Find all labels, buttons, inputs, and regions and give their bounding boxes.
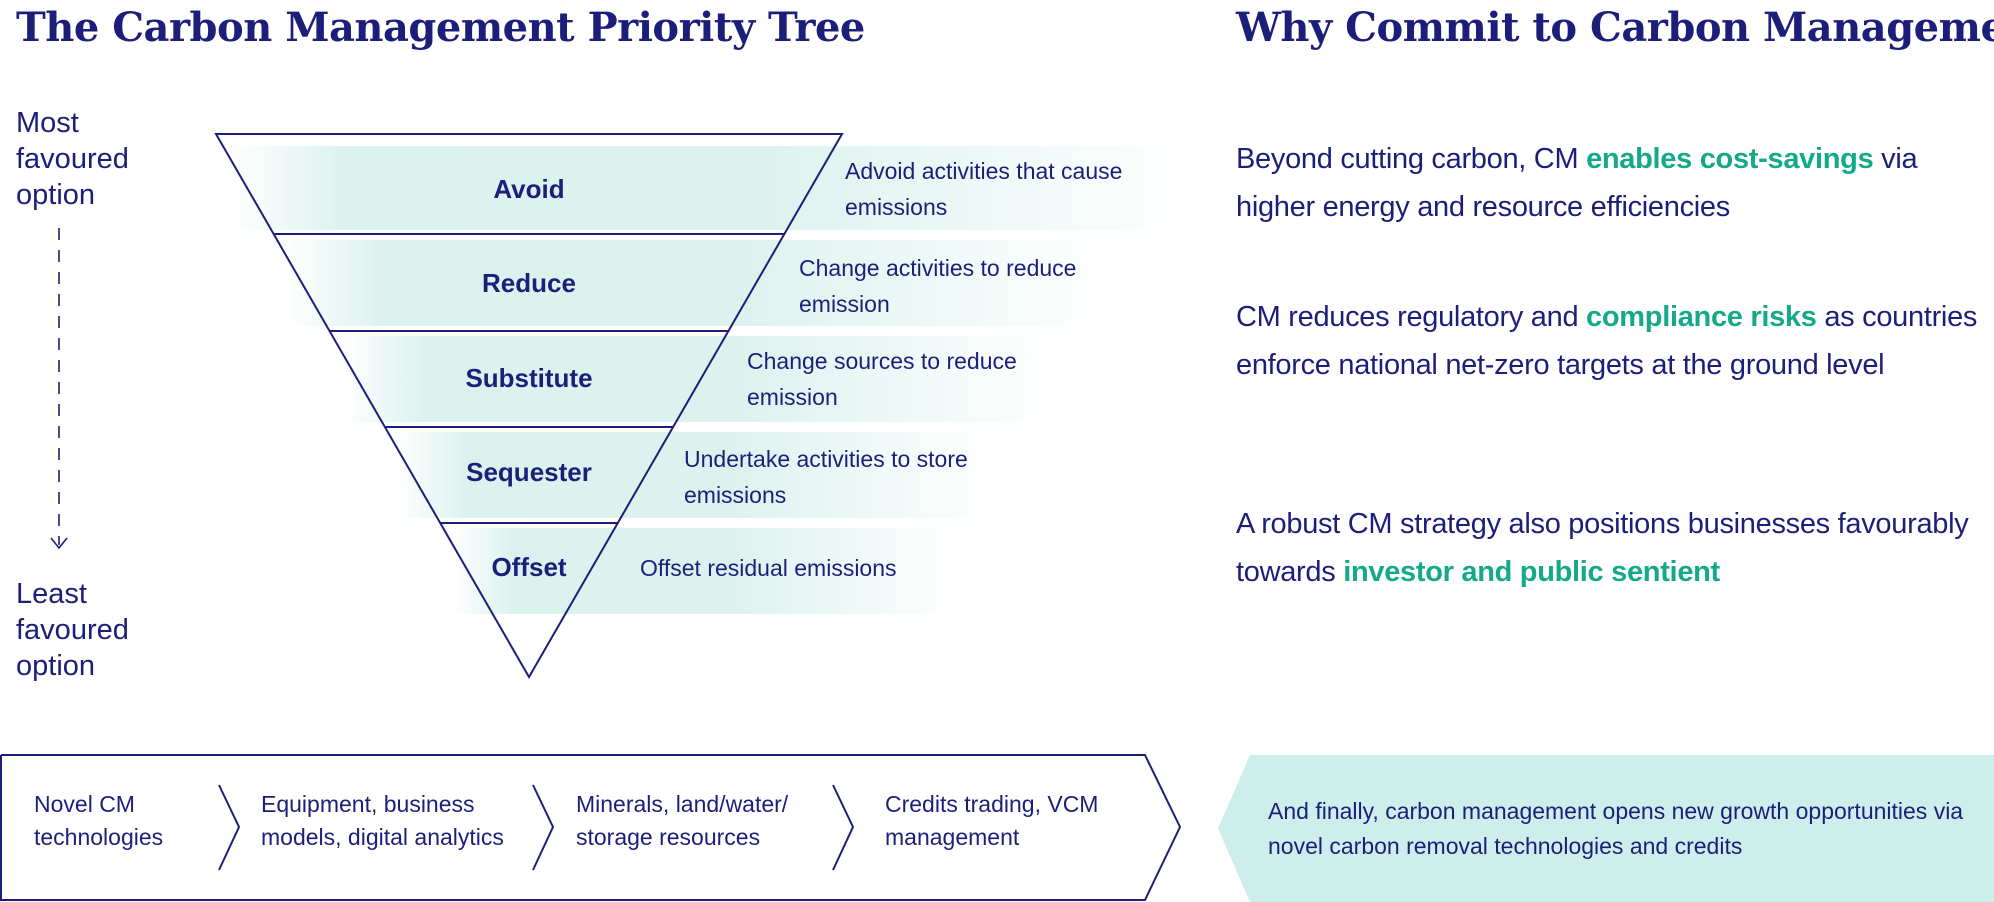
desc-avoid: Advoid activities that cause emissions: [845, 158, 1123, 220]
value-chain-step: Equipment, business models, digital anal…: [261, 791, 504, 850]
growth-opportunity-banner: [1218, 755, 1994, 902]
value-chain-arrow: [0, 754, 1182, 901]
level-avoid: Avoid: [493, 174, 564, 204]
value-chain-step: Minerals, land/water/ storage resources: [576, 791, 789, 850]
why-compliance-risks: CM reduces regulatory and compliance ris…: [1236, 293, 1986, 389]
level-reduce: Reduce: [482, 268, 576, 298]
desc-offset: Offset residual emissions: [640, 555, 897, 581]
least-label-line: Least: [16, 578, 87, 610]
desc-substitute: Change sources to reduce emission: [747, 348, 1017, 410]
most-label-line: Most: [16, 107, 79, 139]
why-highlight: enables cost-savings: [1586, 143, 1874, 175]
desc-reduce: Change activities to reduce emission: [799, 255, 1077, 317]
level-band: [287, 240, 1110, 326]
level-dividers: [273, 233, 785, 524]
least-favoured-label: Least favoured option: [16, 576, 176, 684]
chevron-right-icon: [218, 784, 241, 871]
why-investor-sentiment: A robust CM strategy also positions busi…: [1236, 500, 1986, 596]
priority-tree-diagram: Avoid Reduce Substitute Sequester Offset: [50, 133, 1196, 680]
least-label-line: option: [16, 650, 96, 682]
value-chain-outline: [0, 754, 1182, 901]
least-label-line: favoured: [16, 614, 129, 646]
value-chain-step: Credits trading, VCM management: [885, 791, 1099, 850]
why-highlight: compliance risks: [1586, 301, 1817, 333]
desc-sequester: Undertake activities to store emissions: [684, 446, 968, 508]
why-text: via higher energy and resource efficienc…: [1236, 143, 1918, 223]
priority-tree-title: The Carbon Management Priority Tree: [16, 4, 865, 51]
why-cost-savings: Beyond cutting carbon, CM enables cost-s…: [1236, 135, 1986, 231]
value-chain-step: Novel CM technologies: [34, 791, 164, 850]
why-commit-title: Why Commit to Carbon Management?: [1236, 4, 1994, 51]
level-band: [397, 432, 1000, 518]
why-text: CM reduces regulatory and: [1236, 301, 1587, 333]
level-band: [232, 146, 1196, 230]
why-text: A robust CM strategy also positions busi…: [1236, 508, 1969, 588]
level-offset: Offset: [491, 552, 566, 582]
arrow-down-icon: [50, 537, 68, 550]
why-highlight: investor and public sentient: [1343, 556, 1720, 588]
most-label-line: favoured: [16, 143, 129, 175]
chevron-right-icon: [532, 784, 555, 871]
most-label-line: option: [16, 179, 96, 211]
level-sequester: Sequester: [466, 457, 592, 487]
growth-opportunity-text: And finally, carbon management opens new…: [1268, 798, 1964, 859]
level-bands: [232, 146, 1196, 614]
why-text: as countries enforce national net-zero t…: [1236, 301, 1978, 381]
chevron-right-icon: [832, 784, 855, 871]
most-favoured-label: Most favoured option: [16, 105, 176, 213]
level-substitute: Substitute: [465, 363, 592, 393]
why-text: Beyond cutting carbon, CM: [1236, 143, 1587, 175]
level-band: [453, 528, 960, 614]
inverted-triangle: [214, 133, 844, 680]
